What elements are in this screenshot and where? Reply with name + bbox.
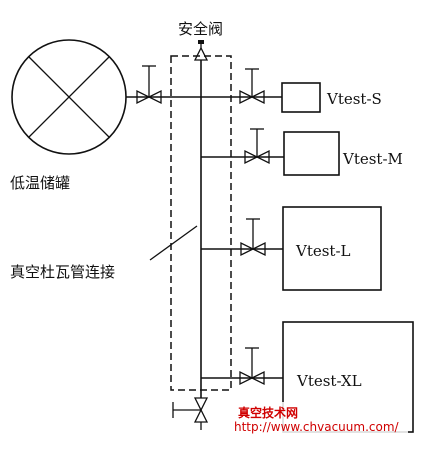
safety-valve-label: 安全阀 — [178, 20, 223, 38]
chamber-l-label: Vtest-L — [295, 242, 351, 260]
valve-s[interactable] — [239, 68, 265, 105]
chamber-s — [281, 82, 321, 113]
drain-valve[interactable] — [172, 397, 209, 430]
chamber-m — [283, 131, 340, 176]
valve-m[interactable] — [244, 128, 270, 165]
chamber-xl-label: Vtest-XL — [296, 372, 362, 390]
watermark-url[interactable]: http://www.chvacuum.com/ — [234, 420, 400, 434]
tank-cross-line-2 — [28, 56, 110, 138]
cryo-tank-label: 低温储罐 — [10, 174, 70, 192]
branch-l — [201, 206, 382, 291]
watermark-site-name: 真空技术网 — [238, 405, 298, 420]
branch-m — [201, 128, 340, 176]
safety-valve[interactable] — [193, 40, 209, 61]
chamber-m-label: Vtest-M — [342, 150, 403, 168]
chamber-l — [282, 206, 382, 291]
watermark-bg — [231, 402, 408, 436]
cryo-tank — [11, 39, 127, 155]
valve-xl[interactable] — [239, 347, 265, 386]
chamber-s-label: Vtest-S — [326, 90, 382, 108]
vacuum-pipe-label: 真空杜瓦管连接 — [10, 263, 115, 281]
valve-l[interactable] — [240, 218, 266, 257]
vacuum-pipe-leader — [149, 225, 198, 261]
branch-s — [201, 68, 321, 113]
tank-outlet-valve[interactable] — [136, 65, 162, 105]
